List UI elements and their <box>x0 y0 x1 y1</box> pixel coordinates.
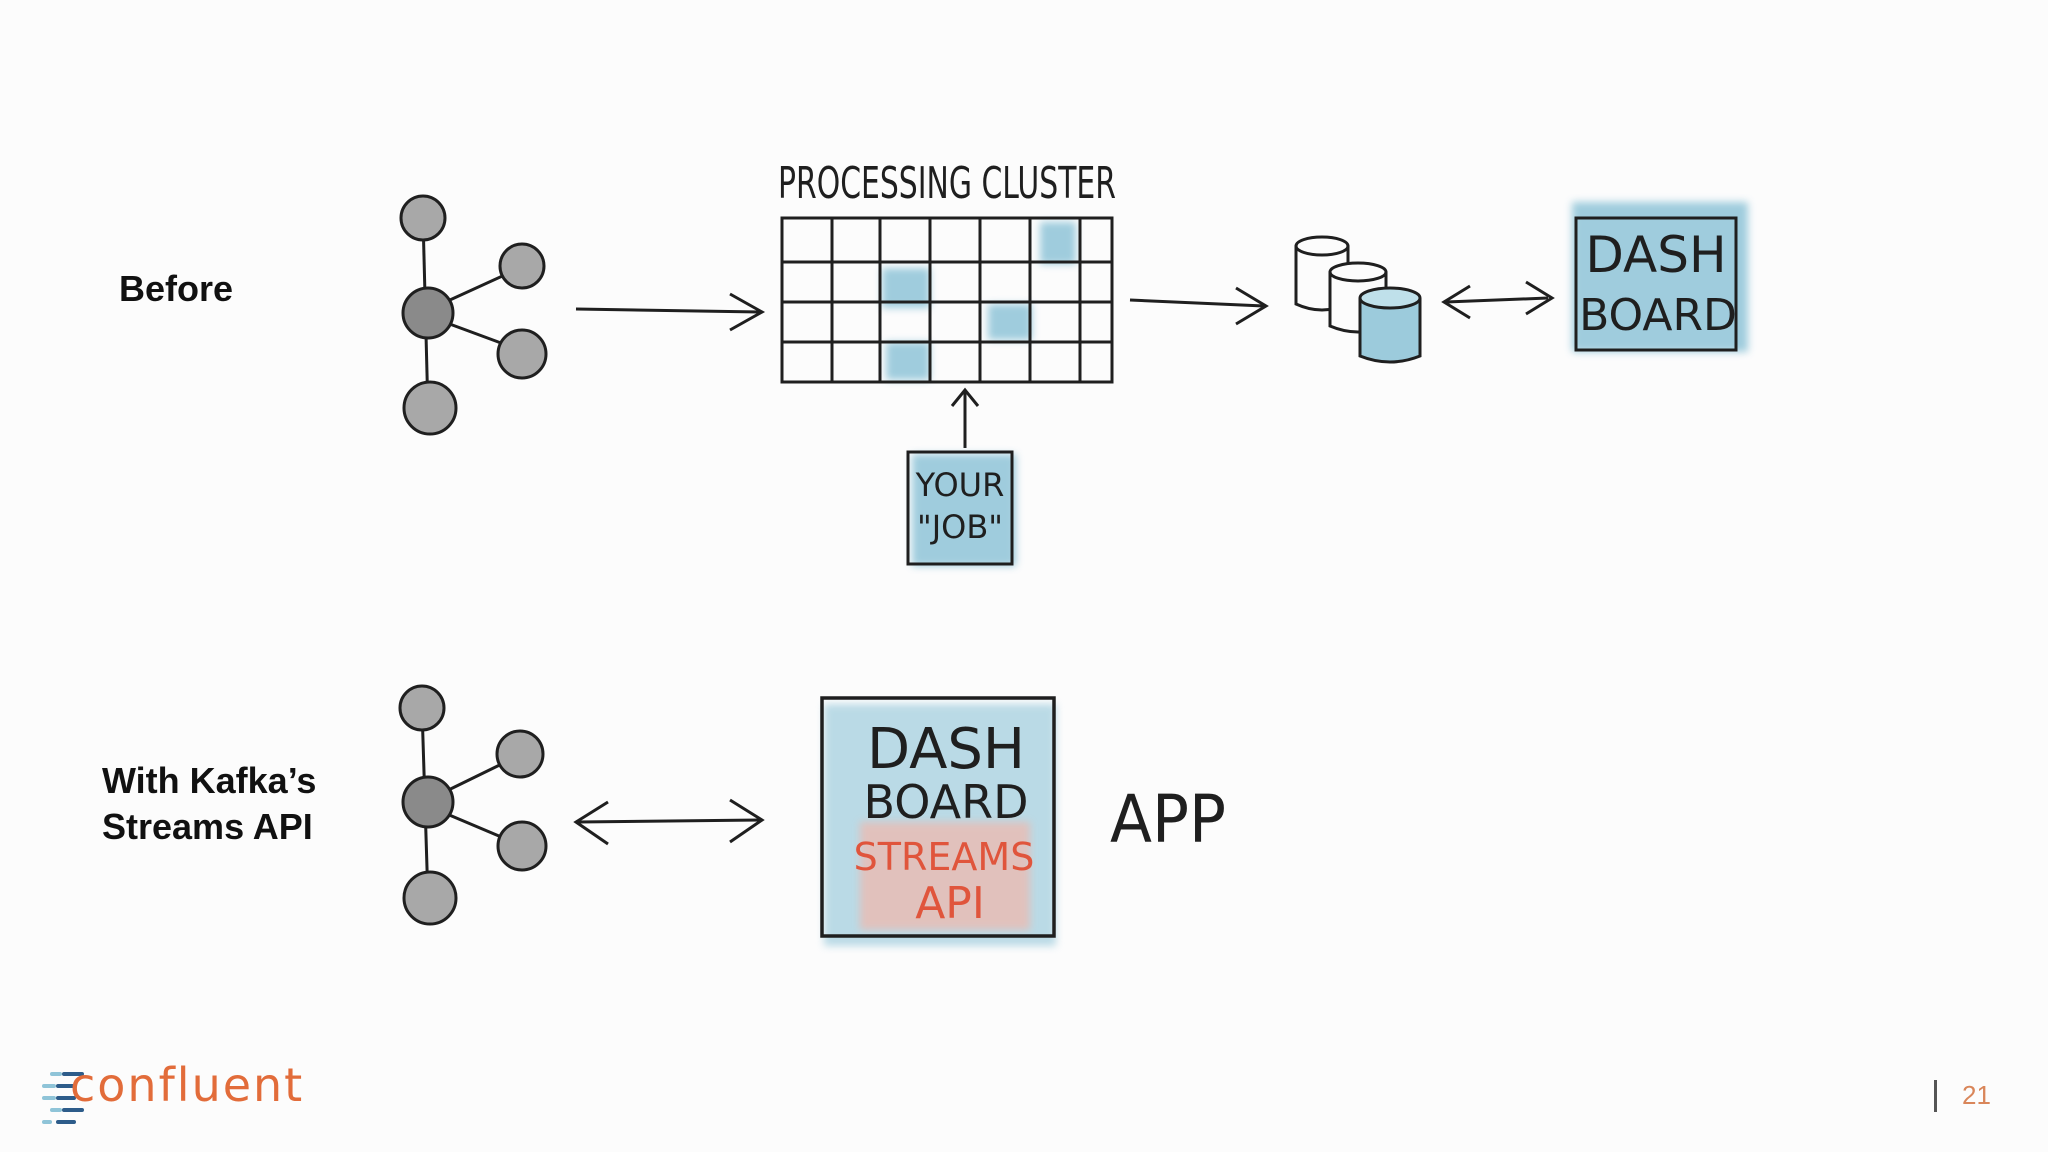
your-job-box: YOUR "JOB" <box>906 450 1016 566</box>
graph-node <box>402 870 458 926</box>
graph-node-center <box>401 286 455 340</box>
page-separator <box>1934 1080 1937 1112</box>
streams-api-line1: STREAMS <box>854 835 1035 879</box>
graph-node <box>399 194 447 242</box>
arrow-to-cluster <box>575 292 766 332</box>
graph-node <box>498 242 546 290</box>
arrow-graph-app <box>573 798 765 846</box>
before-label: Before <box>119 268 234 309</box>
page-number: 21 <box>1962 1080 1991 1110</box>
your-job-line1: YOUR <box>915 466 1005 504</box>
processing-cluster-grid <box>780 216 1114 384</box>
graph-node-center <box>401 775 455 829</box>
your-job-line2: "JOB" <box>917 508 1003 546</box>
arrow-db-dashboard <box>1441 280 1555 320</box>
arrow-to-databases <box>1129 286 1269 326</box>
graph-node <box>402 380 458 436</box>
confluent-logo-icon <box>42 1072 84 1124</box>
dashboard-line2: BOARD <box>1579 290 1737 341</box>
kafka-graph-after <box>398 684 548 926</box>
streams-api-line2: API <box>915 878 985 929</box>
confluent-logo: confluent <box>70 1058 305 1112</box>
database-icons <box>1294 235 1422 364</box>
dashboard-line1: DASH <box>1585 226 1726 284</box>
app-label: APP <box>1110 781 1226 858</box>
processing-cluster-title: PROCESSING CLUSTER <box>778 158 1116 209</box>
app-box: DASH BOARD STREAMS API <box>820 696 1056 946</box>
graph-node <box>495 729 545 779</box>
database-icon <box>1358 286 1422 364</box>
graph-node <box>496 820 548 872</box>
with-streams-api-label: With Kafka’s Streams API <box>102 760 317 847</box>
graph-node <box>496 328 548 380</box>
app-dashboard-line1: DASH <box>867 717 1025 782</box>
graph-node <box>398 684 446 732</box>
arrow-job-to-cluster <box>950 387 980 448</box>
kafka-graph-before <box>399 194 548 436</box>
app-dashboard-line2: BOARD <box>864 775 1029 829</box>
dashboard-box-before: DASH BOARD <box>1572 202 1748 352</box>
